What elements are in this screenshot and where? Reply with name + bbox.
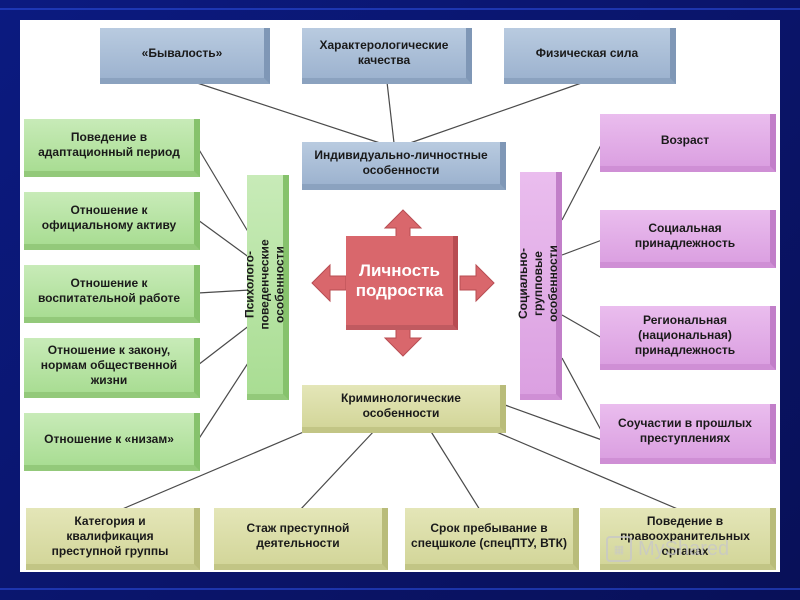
box-social-group: Социально-групповые особенности (516, 172, 562, 400)
watermark-text: MyShared (638, 537, 730, 560)
box-special-school: Срок пребывание в спецшколе (спецПТУ, ВТ… (405, 508, 579, 570)
box-lower-caste: Отношение к «низам» (24, 413, 200, 471)
presentation-icon: ▦ (606, 536, 632, 562)
box-crime-experience: Стаж преступной деятельности (214, 508, 388, 570)
box-character-traits: Характерологические качества (302, 28, 472, 84)
box-official-activists: Отношение к официальному активу (24, 192, 200, 250)
box-past-crimes: Соучастии в прошлых преступлениях (600, 404, 776, 464)
decor-stripe-top (0, 8, 800, 10)
psycho-behavioral-label: Психолого-поведенческие особенности (242, 239, 287, 330)
box-group-category: Категория и квалификация преступной груп… (26, 508, 200, 570)
box-regional-belonging: Региональная (национальная) принадлежнос… (600, 306, 776, 370)
center-box-personality: Личность подростка (346, 236, 458, 330)
box-adaptation-behavior: Поведение в адаптационный период (24, 119, 200, 177)
box-psycho-behavioral: Психолого-поведенческие особенности (243, 175, 289, 400)
watermark: ▦ MyShared (606, 536, 729, 562)
box-criminological: Криминологические особенности (302, 385, 506, 433)
decor-stripe-bottom (0, 588, 800, 590)
box-physical-strength: Физическая сила (504, 28, 676, 84)
box-law-norms: Отношение к закону, нормам общественной … (24, 338, 200, 398)
box-educational-work: Отношение к воспитательной работе (24, 265, 200, 323)
box-social-belonging: Социальная принадлежность (600, 210, 776, 268)
center-arrows (311, 209, 495, 357)
box-individual-traits: Индивидуально-личностные особенности (302, 142, 506, 190)
box-byvalost: «Бывалость» (100, 28, 270, 84)
social-group-label: Социально-групповые особенности (515, 244, 560, 322)
box-age: Возраст (600, 114, 776, 172)
